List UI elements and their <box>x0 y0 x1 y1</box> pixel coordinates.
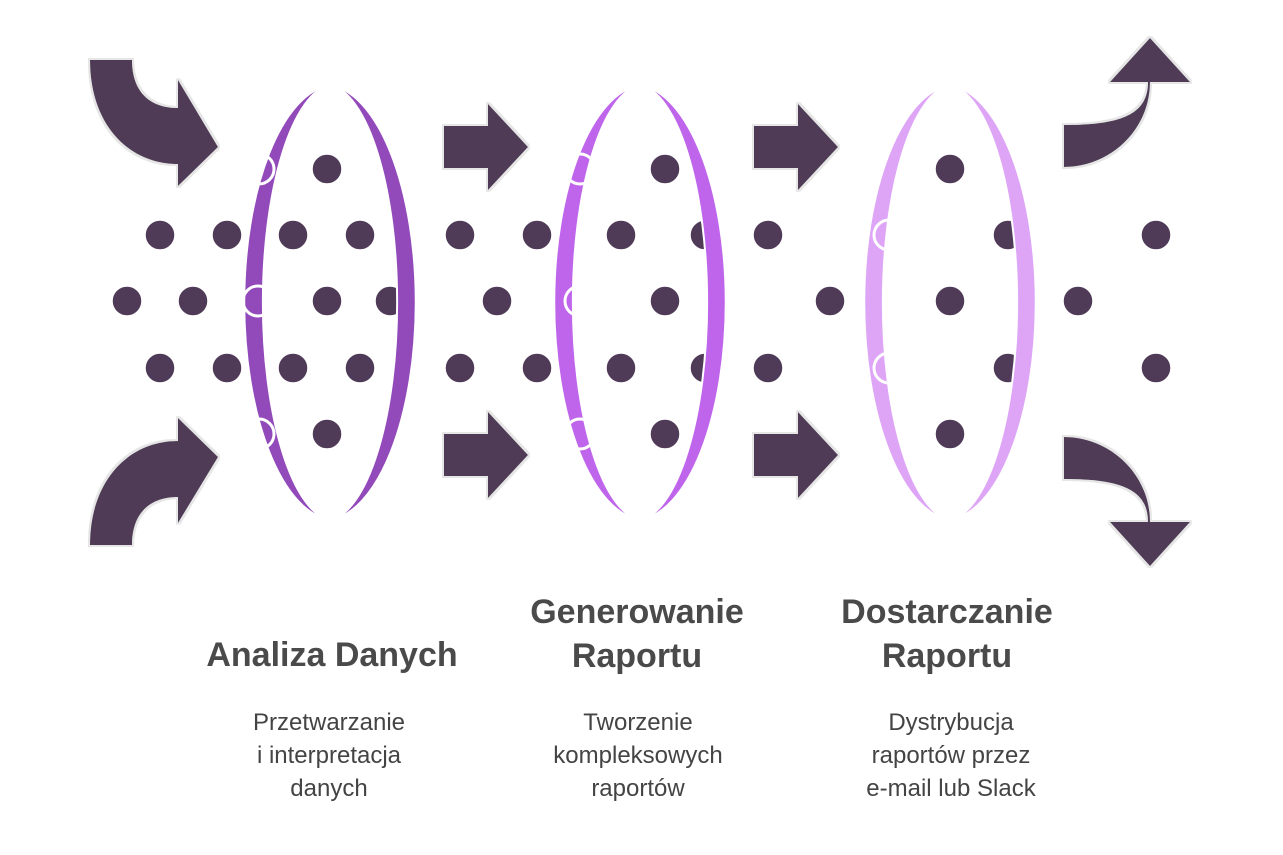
arrow-right-icon <box>444 412 528 498</box>
curved-arrow-out-icon <box>1064 437 1190 566</box>
filtered-dot <box>872 351 906 385</box>
data-dot <box>111 285 143 317</box>
data-dot <box>311 418 343 450</box>
data-dot <box>144 219 176 251</box>
data-dot <box>752 219 784 251</box>
data-dot <box>934 285 966 317</box>
data-dot <box>521 219 553 251</box>
data-dot <box>444 352 476 384</box>
filter-ring-3 <box>863 84 1037 521</box>
data-dot <box>1140 352 1172 384</box>
data-dot <box>814 285 846 317</box>
data-dot <box>649 418 681 450</box>
input-arrows <box>90 60 218 545</box>
data-dot <box>311 285 343 317</box>
data-dot <box>277 219 309 251</box>
filtered-dot <box>563 284 597 318</box>
data-dot <box>934 153 966 185</box>
filter-ring-2 <box>553 84 727 521</box>
data-dot <box>344 352 376 384</box>
data-dot <box>605 219 637 251</box>
arrow-right-icon <box>754 412 838 498</box>
arrow-right-icon <box>444 104 528 190</box>
data-dot <box>344 219 376 251</box>
data-dot <box>444 219 476 251</box>
filtered-dot <box>563 152 597 186</box>
transfer-arrows <box>444 104 838 498</box>
data-dot <box>1140 219 1172 251</box>
filtered-dot <box>242 417 276 451</box>
data-dot <box>211 219 243 251</box>
filtered-dot <box>241 284 275 318</box>
filtered-dot <box>872 218 906 252</box>
curved-arrow-out-icon <box>1064 38 1190 167</box>
data-dot <box>211 352 243 384</box>
filtered-dot <box>563 417 597 451</box>
ring-crescent <box>639 84 727 521</box>
data-dot <box>934 418 966 450</box>
curved-arrow-in-icon <box>90 418 218 545</box>
data-dot <box>177 285 209 317</box>
filtered-particles <box>241 152 906 451</box>
filter-ring-1 <box>243 84 417 521</box>
arrow-right-icon <box>754 104 838 190</box>
data-dot <box>311 153 343 185</box>
data-dot <box>649 153 681 185</box>
data-dot <box>521 352 553 384</box>
ring-crescent <box>329 84 417 521</box>
data-dot <box>605 352 637 384</box>
data-dot <box>277 352 309 384</box>
stage-title-analysis: Analiza Danych <box>206 636 458 674</box>
data-dot <box>144 352 176 384</box>
filtered-dot <box>242 152 276 186</box>
ring-crescent <box>949 84 1037 521</box>
output-arrows <box>1064 38 1190 566</box>
ring-crescent <box>553 84 641 521</box>
data-dot <box>649 285 681 317</box>
data-dot <box>481 285 513 317</box>
curved-arrow-in-icon <box>90 60 218 186</box>
data-dot <box>1062 285 1094 317</box>
data-dot <box>752 352 784 384</box>
data-particles <box>111 153 1172 450</box>
